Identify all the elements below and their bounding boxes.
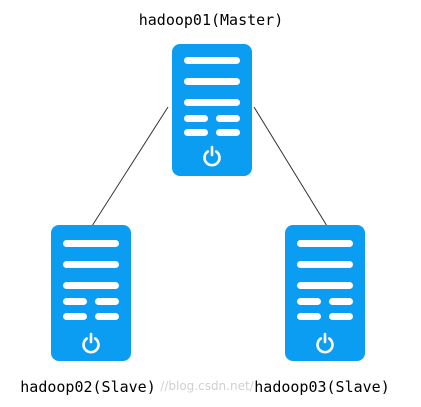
node-label-hadoop01: hadoop01(Master) bbox=[139, 11, 284, 29]
server-icon bbox=[172, 44, 252, 176]
connector-master-to-hadoop02 bbox=[91, 106, 169, 227]
node-hadoop02: hadoop02(Slave) bbox=[20, 225, 156, 396]
server-icon bbox=[285, 225, 365, 361]
server-icon bbox=[51, 225, 131, 361]
node-label-hadoop02: hadoop02(Slave) bbox=[20, 378, 155, 396]
watermark-text: //blog.csdn.net/ bbox=[160, 379, 254, 393]
node-hadoop03: hadoop03(Slave) bbox=[254, 225, 390, 396]
node-hadoop01: hadoop01(Master) bbox=[139, 11, 284, 176]
power-icon bbox=[203, 145, 221, 167]
power-icon bbox=[82, 332, 100, 354]
node-label-hadoop03: hadoop03(Slave) bbox=[254, 378, 389, 396]
connector-master-to-hadoop03 bbox=[253, 106, 328, 227]
power-icon bbox=[316, 332, 334, 354]
